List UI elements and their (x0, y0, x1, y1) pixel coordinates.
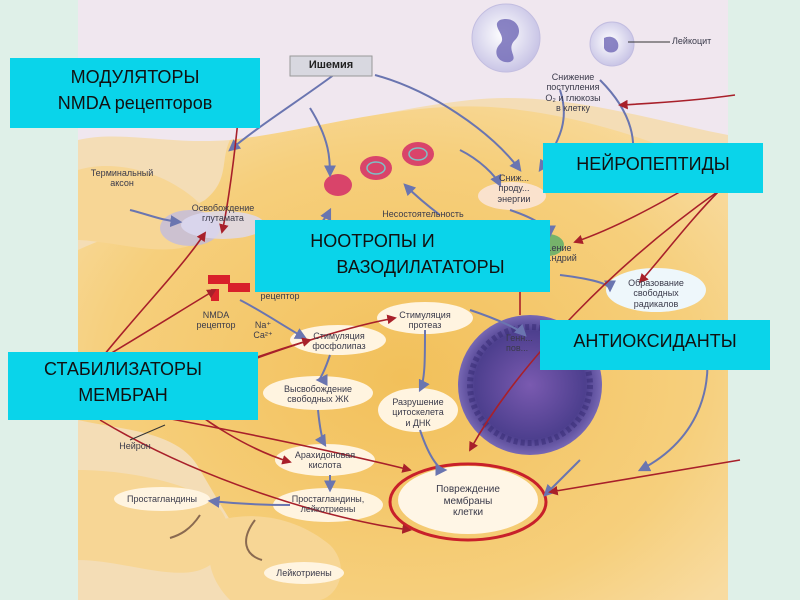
stabilizers-line-2: МЕМБРАН (8, 382, 258, 408)
protease-label: Стимуляция протеаз (380, 310, 470, 331)
modulators-line-1: МОДУЛЯТОРЫ (10, 64, 260, 90)
gene-label: Генн... пов... (506, 333, 542, 354)
receptor-label: рецептор (250, 291, 310, 301)
ischemia-label: Ишемия (290, 59, 372, 72)
nootropics-line-1: НООТРОПЫ И (255, 228, 550, 254)
leukotrienes-label: Лейкотриены (264, 568, 344, 578)
prostaglandins-leukotrienes-label: Простагландины, лейкотриены (272, 494, 384, 515)
free-fa-label: Высвобождение свободных ЖК (264, 384, 372, 405)
leukocyte-label: Лейкоцит (672, 36, 732, 46)
stabilizers-line-1: СТАБИЛИЗАТОРЫ (8, 356, 258, 382)
neuropeptides-box: НЕЙРОПЕПТИДЫ (543, 143, 763, 193)
membrane-damage-label: Повреждение мембраны клетки (414, 484, 522, 519)
phospholipase-label: Стимуляция фосфолипаз (292, 331, 386, 352)
energy-production-label: Сниж... проду... энергии (486, 173, 542, 204)
membrane-stabilizers-box: СТАБИЛИЗАТОРЫ МЕМБРАН (8, 352, 258, 420)
antioxidants-line-1: АНТИОКСИДАНТЫ (540, 328, 770, 354)
o2-glucose-label: Снижение поступления O₂ и глюкозы в клет… (528, 72, 618, 113)
nmda-receptor-label: NMDA рецептор (186, 310, 246, 331)
antioxidants-box: АНТИОКСИДАНТЫ (540, 320, 770, 370)
neuropeptides-line-1: НЕЙРОПЕПТИДЫ (543, 151, 763, 177)
free-radicals-label: Образование свободных радикалов (608, 278, 704, 309)
mitochondria-label: ...ение ...ндрий (544, 243, 588, 264)
nootropics-vasodilators-box: НООТРОПЫ И ВАЗОДИЛАТАТОРЫ (255, 220, 550, 292)
nootropics-line-2: ВАЗОДИЛАТАТОРЫ (255, 254, 550, 280)
modulators-line-2: NMDA рецепторов (10, 90, 260, 116)
cytoskeleton-label: Разрушение цитоскелета и ДНК (376, 397, 460, 428)
neuron-label: Нейрон (110, 441, 160, 451)
arachidonic-label: Арахидоновая кислота (278, 450, 372, 471)
modulators-nmda-box: МОДУЛЯТОРЫ NMDA рецепторов (10, 58, 260, 128)
na-ca-label: Na⁺ Ca²⁺ (248, 320, 278, 341)
insufficiency-label: Несостоятельность (368, 209, 478, 219)
terminal-axon-label: Терминальный аксон (82, 168, 162, 189)
prostaglandins-label: Простагландины (112, 494, 212, 504)
